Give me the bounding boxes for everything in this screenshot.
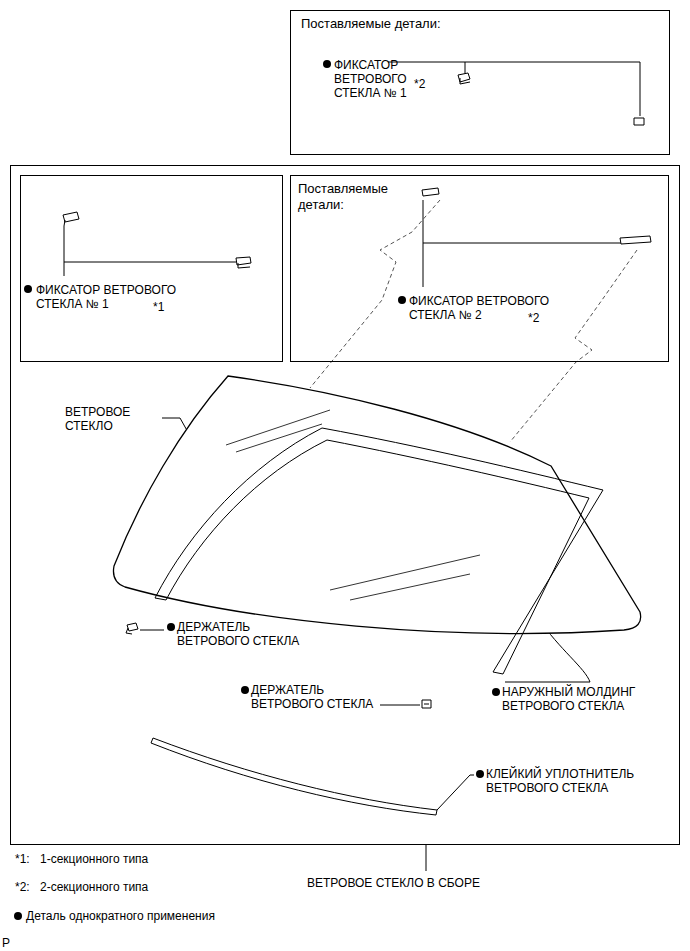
- callout-number: *1: [153, 300, 183, 314]
- part-name: НАРУЖНЫЙ МОЛДИНГ ВЕТРОВОГО СТЕКЛА: [502, 685, 677, 713]
- legend-text: Деталь однократного применения: [26, 909, 215, 923]
- part-name: ДЕРЖАТЕЛЬ ВЕТРОВОГО СТЕКЛА: [251, 683, 379, 711]
- assembly-name: ВЕТРОВОЕ СТЕКЛО В СБОРЕ: [307, 876, 480, 890]
- part-name: ФИКСАТОР ВЕТРОВОГО СТЕКЛА № 1: [334, 58, 418, 100]
- supplied-parts-box: Поставляемые детали: ФИКСАТОР ВЕТРОВОГО С…: [290, 10, 670, 155]
- single-use-bullets: [14, 60, 500, 920]
- windshield-glass: [113, 376, 640, 633]
- part-name: ФИКСАТОР ВЕТРОВОГО СТЕКЛА № 1: [36, 283, 196, 311]
- note-mark: *1:: [15, 852, 30, 866]
- part-name: ВЕТРОВОЕ СТЕКЛО: [65, 405, 160, 433]
- type-1-box: ФИКСАТОР ВЕТРОВОГО СТЕКЛА № 1*1: [20, 175, 283, 362]
- note-mark: *2:: [15, 880, 30, 894]
- page-mark: P: [2, 936, 10, 950]
- clip-leaders: [64, 62, 640, 871]
- callout-number: *2: [414, 77, 444, 91]
- adhesive-seal: [151, 738, 437, 815]
- glass-reflections: [226, 410, 480, 600]
- part-name: ФИКСАТОР ВЕТРОВОГО СТЕКЛА № 2: [409, 294, 589, 322]
- note-text: 1-секционного типа: [40, 852, 148, 866]
- part-name: ДЕРЖАТЕЛЬ ВЕТРОВОГО СТЕКЛА: [177, 620, 317, 648]
- type-2-box: Поставляемые детали: ФИКСАТОР ВЕТРОВОГО С…: [290, 175, 669, 362]
- clip-icons: [63, 73, 651, 708]
- part-name: КЛЕЙКИЙ УПЛОТНИТЕЛЬ ВЕТРОВОГО СТЕКЛА: [486, 767, 666, 795]
- callout-number: *2: [528, 311, 558, 325]
- box-heading: Поставляемые детали:: [301, 16, 601, 32]
- assembly-box: ФИКСАТОР ВЕТРОВОГО СТЕКЛА № 1*1Поставляе…: [10, 165, 680, 845]
- box-heading: Поставляемые детали:: [298, 181, 410, 213]
- outer-molding: [155, 428, 603, 674]
- note-text: 2-секционного типа: [40, 880, 148, 894]
